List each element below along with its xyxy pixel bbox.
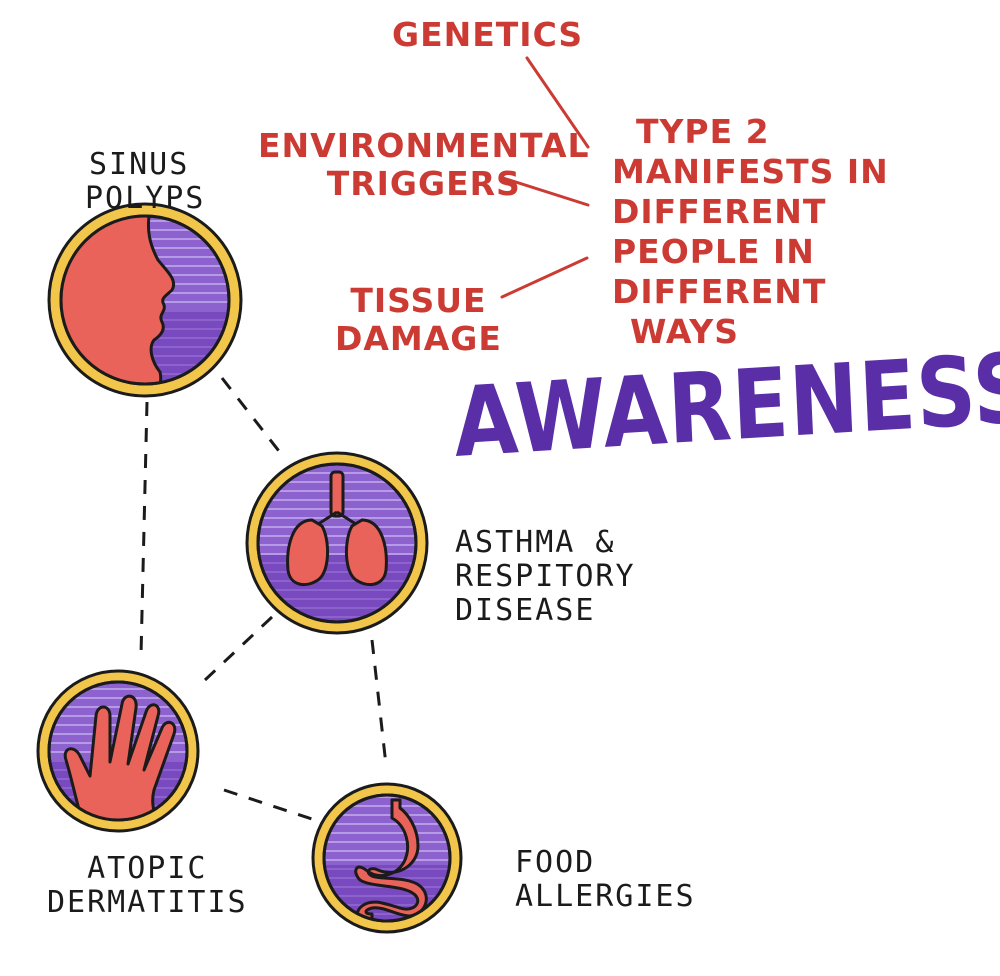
- factor-line-tissue: [500, 256, 589, 299]
- connector-asthma-atopic: [203, 615, 274, 682]
- statement-line-5: DIFFERENT: [612, 272, 827, 311]
- factor-line-environmental: [501, 176, 590, 207]
- statement-line-4: PEOPLE IN: [612, 232, 815, 271]
- type2-statement: TYPE 2 MANIFESTS IN DIFFERENT PEOPLE IN …: [612, 112, 889, 352]
- sinus-polyps-node: [47, 202, 243, 398]
- connector-atopic-food: [223, 788, 322, 824]
- factor-line-genetics: [525, 56, 590, 149]
- label-asthma: ASTHMA & RESPITORY DISEASE: [455, 526, 636, 628]
- connector-asthma-food: [370, 639, 388, 766]
- asthma-node: [245, 451, 429, 635]
- label-atopic-line-1: ATOPIC: [87, 851, 208, 886]
- label-food-allergies: FOOD ALLERGIES: [515, 846, 696, 914]
- statement-line-1: TYPE 2: [636, 112, 770, 151]
- connector-sinus-atopic: [139, 401, 149, 656]
- statement-line-6: WAYS: [630, 312, 739, 351]
- factor-environmental-line-1: ENVIRONMENTAL: [258, 126, 590, 165]
- label-asthma-line-2: RESPITORY: [455, 559, 636, 594]
- label-asthma-line-1: ASTHMA &: [455, 525, 616, 560]
- label-food-line-2: ALLERGIES: [515, 879, 696, 914]
- factor-tissue-line-2: DAMAGE: [335, 319, 502, 358]
- connector-sinus-asthma: [220, 377, 284, 456]
- statement-line-2: MANIFESTS IN: [612, 152, 889, 191]
- label-atopic-dermatitis: ATOPIC DERMATITIS: [47, 852, 248, 920]
- factor-genetics-line: GENETICS: [392, 15, 584, 54]
- food-allergies-node: [311, 782, 463, 934]
- lungs-icon: [286, 470, 388, 587]
- factor-environmental-line-2: TRIGGERS: [326, 164, 521, 203]
- factor-tissue-line-1: TISSUE: [350, 281, 487, 320]
- connector-group: [139, 377, 388, 824]
- factor-line-group: [500, 56, 590, 299]
- factor-environmental-triggers: ENVIRONMENTAL TRIGGERS: [258, 127, 590, 203]
- stomach-icon: [354, 798, 428, 921]
- label-sinus-line-2: POLYPS: [85, 181, 206, 216]
- label-food-line-1: FOOD: [515, 845, 596, 880]
- label-sinus-polyps: SINUS POLYPS: [85, 148, 205, 216]
- factor-genetics: GENETICS: [392, 16, 583, 54]
- label-atopic-line-2: DERMATITIS: [47, 885, 248, 920]
- factor-tissue-damage: TISSUE DAMAGE: [335, 282, 502, 358]
- hand-icon: [63, 694, 177, 820]
- label-sinus-line-1: SINUS: [89, 147, 190, 182]
- label-asthma-line-3: DISEASE: [455, 593, 596, 628]
- atopic-dermatitis-node: [36, 669, 200, 833]
- statement-line-3: DIFFERENT: [612, 192, 827, 231]
- face-profile-icon: [61, 216, 175, 384]
